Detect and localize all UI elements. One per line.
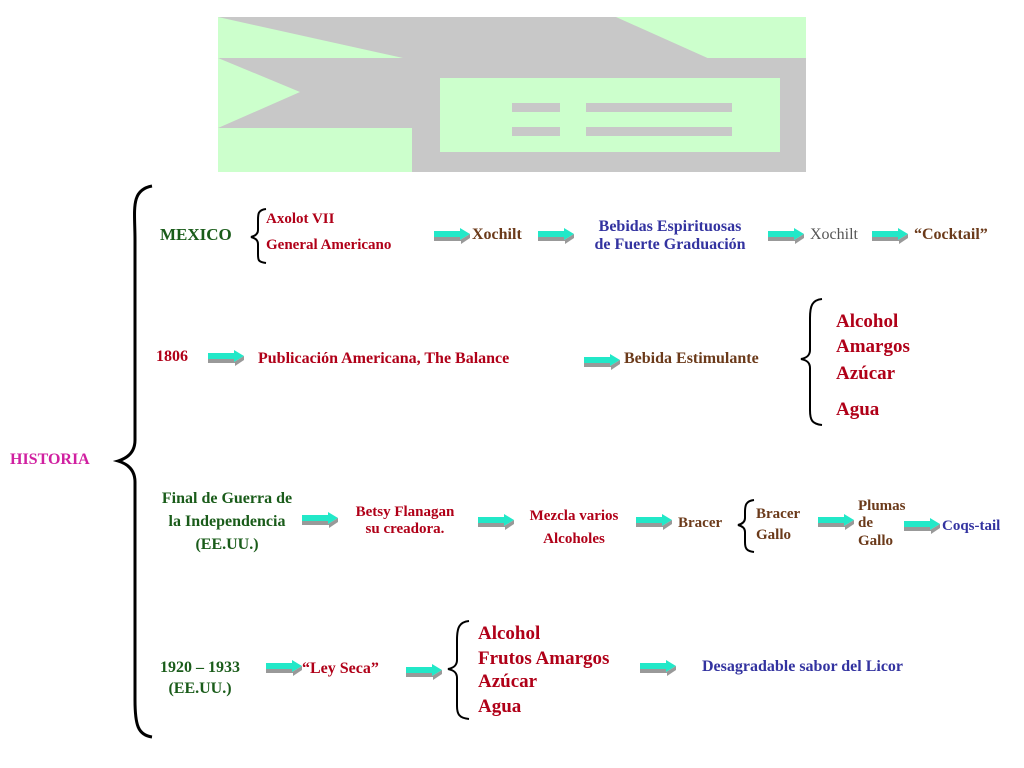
row3-node-2: Mezcla varios Alcoholes <box>512 505 636 550</box>
row4-node-1: “Ley Seca” <box>302 660 379 677</box>
row1-node-3: Xochilt <box>810 226 858 243</box>
row1-node-2: Bebidas Espirituosas de Fuerte Graduació… <box>574 218 766 253</box>
arrow-r1-2 <box>538 228 574 244</box>
row2-brace-item-1: Alcohol <box>836 311 899 332</box>
arrow-r3-4 <box>818 514 854 530</box>
row4-node-2: Desagradable sabor del Licor <box>702 658 904 675</box>
row3-node-4-line2: de <box>858 515 873 532</box>
row3-brace <box>737 499 755 553</box>
row1-brace <box>250 208 267 264</box>
row3-label: Final de Guerra de la Independencia (EE.… <box>142 487 312 557</box>
row4-brace-item-2: Frutos Amargos <box>478 648 610 669</box>
row4-label-line1: 1920 – 1933 <box>160 659 240 676</box>
row3-node-4: Plumas de Gallo <box>858 498 906 550</box>
row4-brace-item-4: Agua <box>478 696 522 717</box>
arrow-r4-2 <box>406 664 442 680</box>
row1-node-1: Xochilt <box>472 226 522 243</box>
row4-brace-item-1: Alcohol <box>478 623 541 644</box>
arrow-r3-2 <box>478 514 514 530</box>
row3-node-2-line2: Alcoholes <box>543 530 605 547</box>
row1-node-2-line2: de Fuerte Graduación <box>594 235 746 253</box>
row2-brace-item-4: Agua <box>836 399 880 420</box>
row3-node-4-line3: Gallo <box>858 532 894 549</box>
row3-node-5: Coqs-tail <box>942 518 1001 534</box>
row1-node-2-line1: Bebidas Espirituosas <box>598 218 742 235</box>
row3-node-3: Bracer <box>678 515 723 531</box>
row3-node-1: Betsy Flanagan su creadora. <box>338 504 472 537</box>
row3-brace-item-1: Bracer <box>756 506 801 522</box>
arrow-r1-3 <box>768 228 804 244</box>
row3-label-line2: la Independencia <box>168 513 286 531</box>
row3-node-1-line1: Betsy Flanagan <box>355 504 455 520</box>
row2-label: 1806 <box>156 348 188 365</box>
historia-brace <box>112 184 153 739</box>
arrow-r3-3 <box>636 514 672 530</box>
historia-label: HISTORIA <box>10 451 90 468</box>
row4-label-line2: (EE.UU.) <box>168 679 232 697</box>
row2-brace <box>800 298 823 426</box>
row1-label: MEXICO <box>160 225 232 244</box>
arrow-r4-3 <box>640 660 676 676</box>
row2-node-1: Publicación Americana, The Balance <box>258 350 510 367</box>
row1-node-4: “Cocktail” <box>914 226 988 243</box>
arrow-r1-4 <box>872 228 908 244</box>
row3-node-1-line2: su creadora. <box>365 520 445 537</box>
row4-label: 1920 – 1933 (EE.UU.) <box>148 658 252 700</box>
row3-label-line3: (EE.UU.) <box>195 536 259 554</box>
arrow-r1-1 <box>434 228 470 244</box>
row4-brace-item-3: Azúcar <box>478 671 538 692</box>
row3-label-line1: Final de Guerra de <box>161 490 293 507</box>
arrow-r3-5 <box>904 518 940 534</box>
row1-brace-item-1: Axolot VII <box>266 211 335 227</box>
row3-brace-item-2: Gallo <box>756 527 792 543</box>
row3-node-4-line1: Plumas <box>858 498 906 514</box>
row3-node-2-line1: Mezcla varios <box>529 508 619 524</box>
row1-brace-item-2: General Americano <box>266 237 392 253</box>
arrow-r4-1 <box>266 660 302 676</box>
row2-brace-item-2: Amargos <box>836 336 910 357</box>
row4-brace <box>447 620 470 720</box>
row2-node-2: Bebida Estimulante <box>624 350 759 367</box>
row2-brace-item-3: Azúcar <box>836 363 896 384</box>
arrow-r2-1 <box>208 350 244 366</box>
arrow-r2-2 <box>584 354 620 370</box>
